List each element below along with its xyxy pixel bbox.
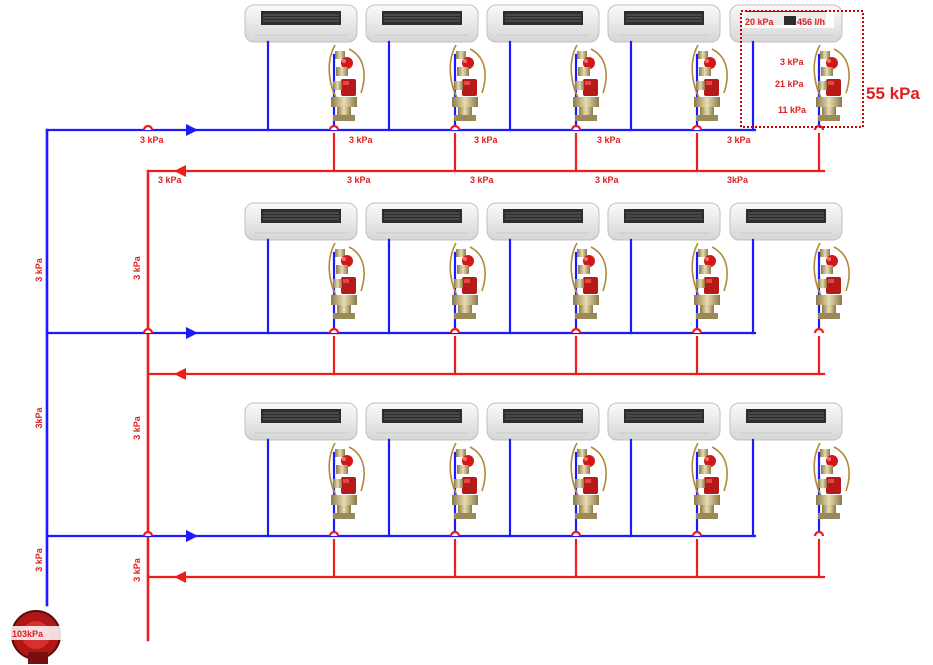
fan-coil-icon bbox=[244, 402, 358, 441]
flow-arrow-icon bbox=[186, 327, 198, 339]
return-pressure-label: 3 kPa bbox=[470, 175, 495, 185]
fan-coil-icon bbox=[365, 402, 479, 441]
fan-coil-icon bbox=[607, 402, 721, 441]
fan-coil-icon bbox=[729, 202, 843, 241]
pipe-crossover bbox=[142, 530, 154, 537]
valve-pressure-label: 11 kPa bbox=[778, 105, 807, 115]
fan-coil-icon bbox=[607, 4, 721, 43]
supply-pressure-label: 3 kPa bbox=[349, 135, 374, 145]
pump-label-bg bbox=[10, 626, 62, 640]
pipe-crossover bbox=[449, 327, 461, 334]
fan-coil-icon bbox=[365, 4, 479, 43]
pipe-crossover bbox=[691, 327, 703, 334]
flow-meter-icon bbox=[784, 16, 796, 25]
flow-arrow-icon bbox=[174, 571, 186, 583]
supply-pressure-label: 3 kPa bbox=[474, 135, 499, 145]
return-riser-label: 3 kPa bbox=[132, 557, 142, 582]
return-pressure-label: 3 kPa bbox=[595, 175, 620, 185]
supply-riser-label: 3kPa bbox=[34, 407, 44, 429]
return-pressure-label: 3 kPa bbox=[158, 175, 183, 185]
pipe-crossover bbox=[570, 124, 582, 131]
valve-pressure-label: 21 kPa bbox=[775, 79, 805, 89]
fan-coil-icon bbox=[729, 402, 843, 441]
critical-circuit-highlight bbox=[740, 10, 864, 128]
fan-coil-icon bbox=[486, 202, 600, 241]
flow-pressure-label: 20 kPa bbox=[745, 17, 775, 27]
pipe-crossover bbox=[813, 530, 825, 537]
flow-arrow-icon bbox=[174, 368, 186, 380]
pipe-crossover bbox=[691, 124, 703, 131]
pipe-crossover bbox=[328, 124, 340, 131]
supply-pressure-label: 3 kPa bbox=[140, 135, 165, 145]
supply-riser-label: 3 kPa bbox=[34, 547, 44, 572]
pipe-crossover bbox=[449, 530, 461, 537]
pipe-crossover bbox=[328, 530, 340, 537]
flow-arrow-icon bbox=[174, 165, 186, 177]
return-riser-label: 3 kPa bbox=[132, 415, 142, 440]
fan-coil-icon bbox=[244, 202, 358, 241]
supply-pressure-label: 3 kPa bbox=[597, 135, 622, 145]
pipe-crossover bbox=[570, 327, 582, 334]
fan-coil-icon bbox=[486, 4, 600, 43]
supply-riser-label: 3 kPa bbox=[34, 257, 44, 282]
flow-rate-label: 456 l/h bbox=[797, 17, 825, 27]
flow-arrow-icon bbox=[186, 124, 198, 136]
flow-arrow-icon bbox=[186, 530, 198, 542]
pump-base bbox=[28, 652, 48, 664]
fan-coil-icon bbox=[607, 202, 721, 241]
pipe-crossover bbox=[813, 327, 825, 334]
pipe-crossover bbox=[570, 530, 582, 537]
pipe-crossover bbox=[328, 327, 340, 334]
supply-pressure-label: 3 kPa bbox=[727, 135, 752, 145]
fan-coil-icon bbox=[365, 202, 479, 241]
total-pressure-label: 55 kPa bbox=[866, 84, 920, 103]
return-pressure-label: 3kPa bbox=[727, 175, 749, 185]
pipe-crossover bbox=[691, 530, 703, 537]
return-riser-label: 3 kPa bbox=[132, 255, 142, 280]
pipe-crossover bbox=[142, 124, 154, 131]
return-pressure-label: 3 kPa bbox=[347, 175, 372, 185]
pipe-crossover bbox=[449, 124, 461, 131]
pump-pressure-label: 103kPa bbox=[12, 629, 44, 639]
fan-coil-icon bbox=[486, 402, 600, 441]
pipe-crossover bbox=[142, 327, 154, 334]
valve-pressure-label: 3 kPa bbox=[780, 57, 805, 67]
fan-coil-icon bbox=[244, 4, 358, 43]
